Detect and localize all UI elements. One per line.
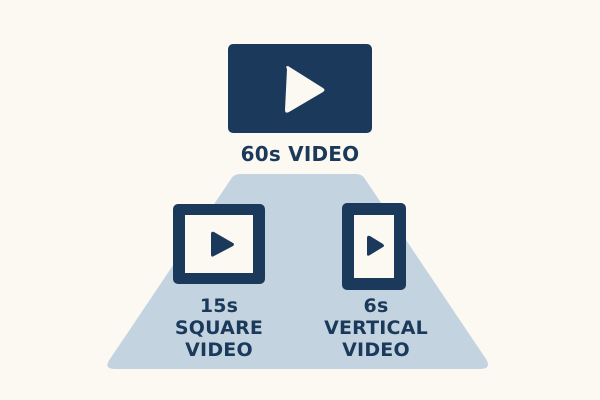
vertical-video-icon [342,203,406,290]
square-video-label: 15s SQUARE VIDEO [174,295,264,361]
play-icon [367,235,384,256]
long-video-label: 60s VIDEO [240,142,360,166]
square-video-icon [173,204,265,284]
long-video-block [228,44,372,133]
play-icon [285,66,325,113]
vertical-video-label: 6s VERTICAL VIDEO [324,295,428,361]
play-icon [211,231,234,257]
